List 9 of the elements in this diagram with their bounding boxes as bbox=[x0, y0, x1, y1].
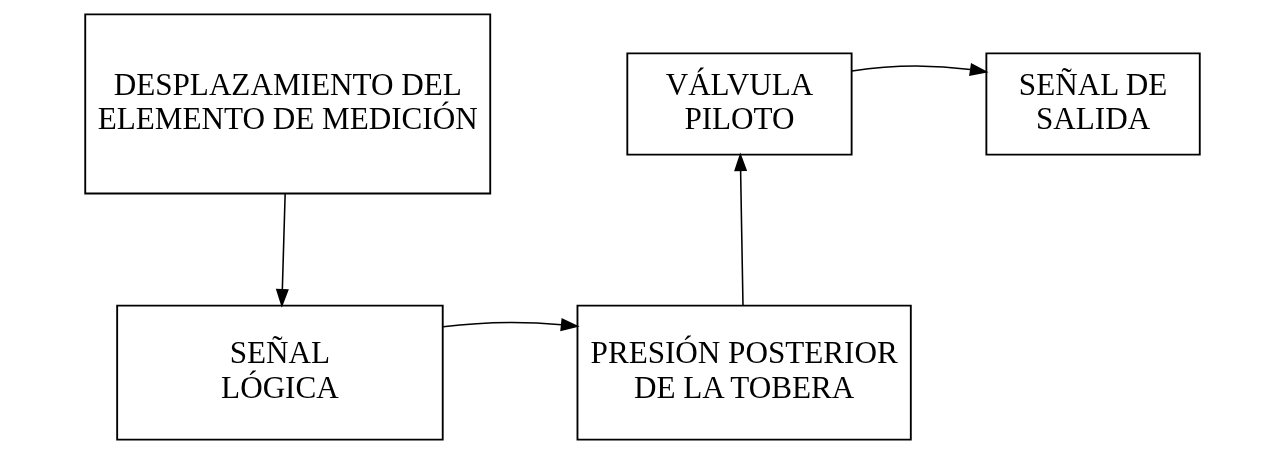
arrow bbox=[851, 63, 989, 76]
arrow bbox=[442, 318, 580, 332]
node-box: SEÑAL DE SALIDA bbox=[985, 52, 1201, 156]
node-box: VÁLVULA PILOTO bbox=[626, 52, 853, 156]
node-box: PRESIÓN POSTERIOR DE LA TOBERA bbox=[576, 304, 912, 441]
node-box: DESPLAZAMIENTO DEL ELEMENTO DE MEDICIÓN bbox=[84, 13, 492, 195]
node-box: SEÑAL LÓGICA bbox=[116, 304, 444, 441]
arrow bbox=[734, 152, 748, 307]
arrow bbox=[275, 193, 289, 308]
